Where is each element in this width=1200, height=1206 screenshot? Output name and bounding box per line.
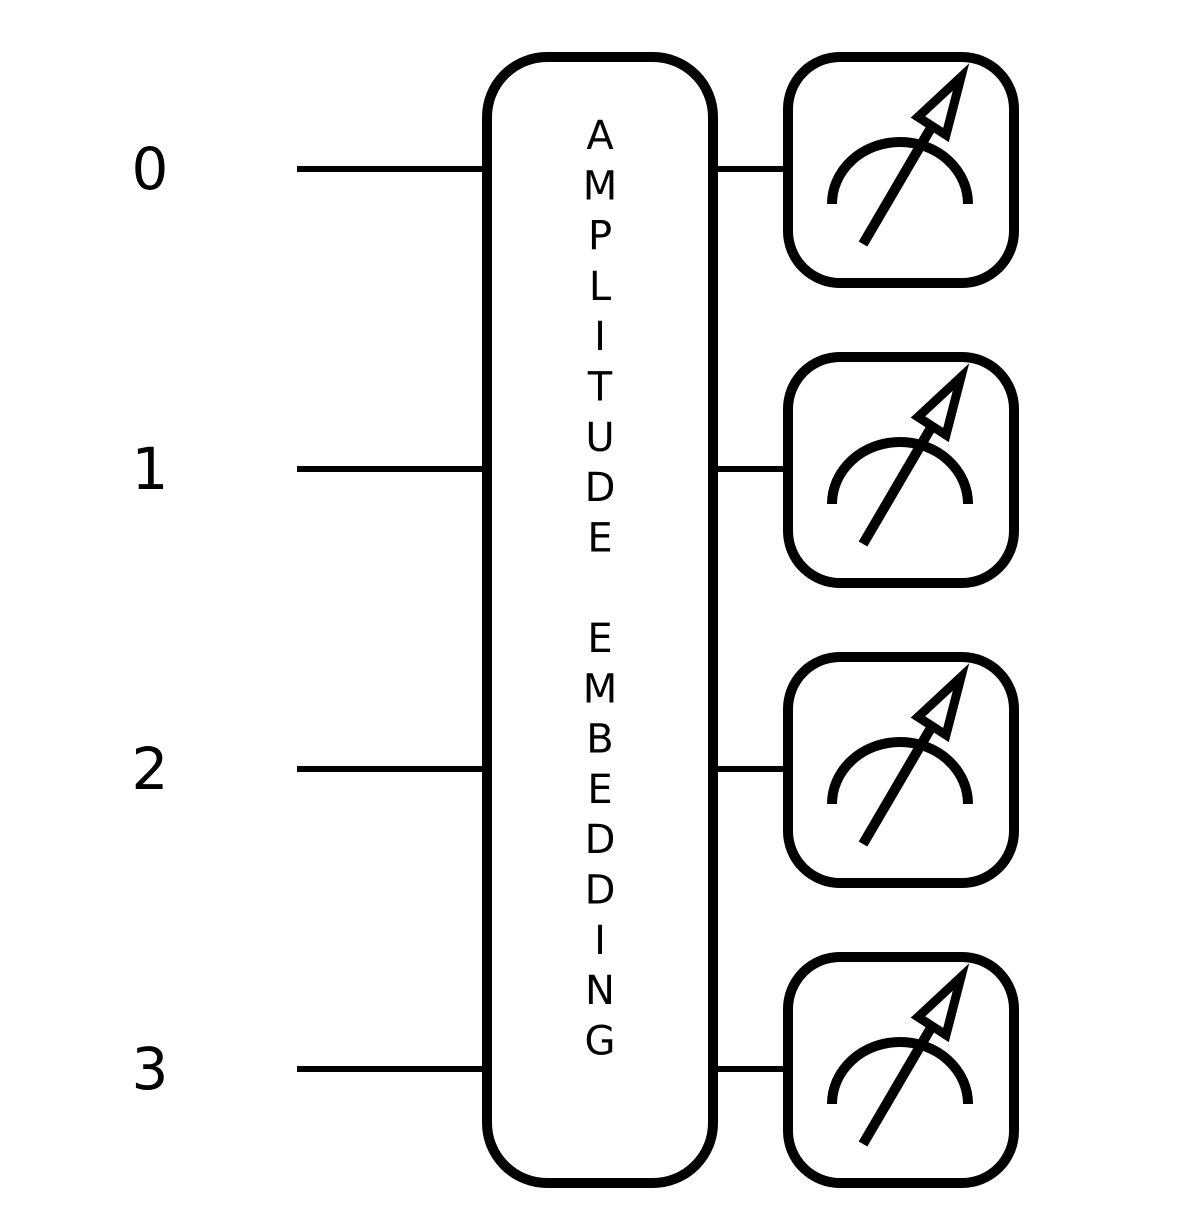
meter-needle [858, 706, 947, 847]
gate-label-letter: U [585, 415, 614, 461]
measurement-0 [783, 52, 1019, 288]
meter-arc [827, 437, 973, 505]
meter-arc [827, 737, 973, 805]
measurement-meter-icon [827, 63, 973, 247]
measurement-3 [783, 952, 1019, 1188]
gate-label-letter: E [587, 515, 612, 561]
measurement-meter-icon [827, 963, 973, 1147]
gate-label-letter: I [594, 314, 606, 360]
meter-needle [858, 106, 947, 247]
gate-box [482, 52, 718, 1188]
gate-label-letter: D [585, 465, 616, 511]
gate-label-letter: D [585, 817, 616, 863]
measurement-meter-icon [827, 663, 973, 847]
gate-label-letter: L [589, 264, 612, 310]
gate-label-letter: E [587, 767, 612, 813]
gate-label-letter: A [586, 113, 614, 159]
measurement-1 [783, 352, 1019, 588]
meter-needle [858, 1006, 947, 1147]
meter-arrowhead [910, 663, 970, 743]
meter-arrowhead [910, 363, 970, 443]
gate-label-letter: B [586, 717, 613, 763]
measurements [783, 52, 1019, 1188]
measurement-2 [783, 652, 1019, 888]
gate-label-letter: T [587, 365, 613, 411]
gate-label-letter: I [594, 918, 606, 964]
gate-label-letter: D [585, 868, 616, 914]
gate-label-letter: E [587, 616, 612, 662]
gate-label-letter: N [585, 968, 615, 1014]
meter-needle [858, 406, 947, 547]
meter-arrowhead [910, 963, 970, 1043]
wires [297, 166, 788, 1072]
wire-labels: 0 1 2 3 [132, 135, 169, 1103]
meter-arc [827, 137, 973, 205]
wire-label-1: 1 [132, 435, 169, 503]
measurement-meter-icon [827, 363, 973, 547]
wire-label-2: 2 [132, 735, 169, 803]
gate-label-letter: G [585, 1018, 616, 1064]
gate-label-letter: P [588, 214, 612, 260]
gate-label-letter: M [583, 163, 618, 209]
wire-label-3: 3 [132, 1035, 169, 1103]
wire-label-0: 0 [132, 135, 169, 203]
gate-label-letter: M [583, 666, 618, 712]
meter-arc [827, 1037, 973, 1105]
meter-arrowhead [910, 63, 970, 143]
